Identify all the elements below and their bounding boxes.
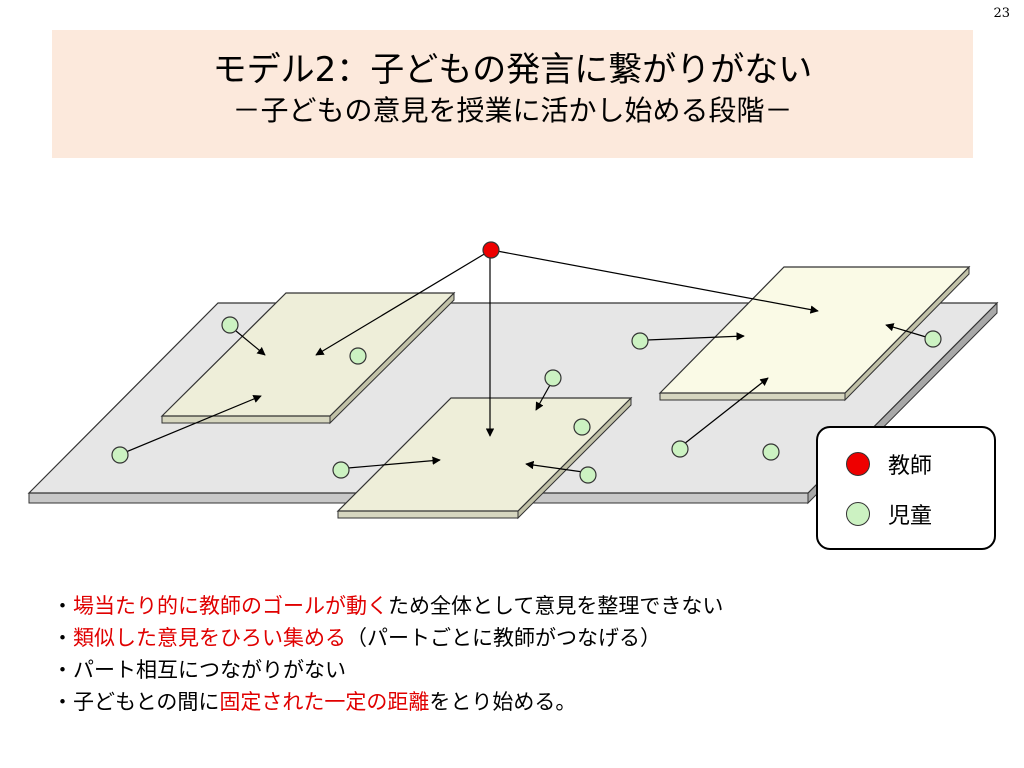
part-panel-center bbox=[336, 396, 633, 520]
bullet-emphasis: 類似した意見をひろい集める bbox=[73, 626, 346, 650]
child-node bbox=[573, 418, 591, 436]
child-node bbox=[579, 466, 597, 484]
teacher-arrows bbox=[315, 250, 819, 437]
child-arrow bbox=[683, 377, 769, 445]
bullet-marker: ・ bbox=[52, 626, 73, 650]
part-panel-left bbox=[160, 291, 456, 425]
child-arrow bbox=[646, 332, 745, 341]
bullet-list: ・場当たり的に教師のゴールが動くため全体として意見を整理できない ・類似した意見… bbox=[52, 590, 723, 718]
bullet-marker: ・ bbox=[52, 658, 73, 682]
bullet-text: （パートごとに教師がつなげる） bbox=[346, 626, 661, 650]
part-panel-right bbox=[658, 265, 971, 402]
page-subtitle: －子どもの意見を授業に活かし始める段階－ bbox=[232, 94, 793, 127]
child-node bbox=[924, 330, 942, 348]
child-node bbox=[671, 440, 689, 458]
child-arrow bbox=[885, 323, 927, 338]
children-nodes bbox=[111, 316, 942, 484]
teacher-arrow-left bbox=[315, 252, 487, 356]
child-node bbox=[544, 369, 562, 387]
bullet-item: ・子どもとの間に固定された一定の距離をとり始める。 bbox=[52, 686, 723, 718]
child-arrow bbox=[347, 456, 441, 469]
child-arrows bbox=[125, 323, 927, 473]
teacher-node bbox=[482, 241, 500, 259]
bullet-text: パート相互につながりがない bbox=[73, 658, 346, 682]
legend-child-label: 児童 bbox=[888, 504, 933, 529]
legend-item-child: 児童 bbox=[846, 498, 932, 530]
child-arrow bbox=[125, 395, 262, 453]
bullet-emphasis: 場当たり的に教師のゴールが動く bbox=[73, 594, 388, 618]
bullet-item: ・パート相互につながりがない bbox=[52, 654, 723, 686]
child-node bbox=[221, 316, 239, 334]
page-number: 23 bbox=[993, 6, 1010, 21]
bullet-marker: ・ bbox=[52, 690, 73, 714]
child-node bbox=[332, 461, 350, 479]
child-node bbox=[762, 443, 780, 461]
child-node bbox=[349, 347, 367, 365]
legend-teacher-label: 教師 bbox=[888, 454, 933, 479]
child-arrow bbox=[535, 384, 551, 411]
bullet-text: 子どもとの間に bbox=[73, 690, 220, 714]
bullet-text: ため全体として意見を整理できない bbox=[388, 594, 724, 618]
legend-item-teacher: 教師 bbox=[846, 448, 932, 480]
teacher-arrow-right bbox=[496, 250, 819, 314]
child-marker-icon bbox=[846, 502, 870, 526]
child-node bbox=[111, 446, 129, 464]
bullet-item: ・類似した意見をひろい集める（パートごとに教師がつなげる） bbox=[52, 622, 723, 654]
child-arrow bbox=[235, 330, 266, 356]
child-node bbox=[631, 332, 649, 350]
bullet-emphasis: 固定された一定の距離 bbox=[219, 690, 430, 714]
title-box: モデル2：子どもの発言に繋がりがない －子どもの意見を授業に活かし始める段階－ bbox=[52, 30, 973, 158]
bullet-item: ・場当たり的に教師のゴールが動くため全体として意見を整理できない bbox=[52, 590, 723, 622]
bullet-marker: ・ bbox=[52, 594, 73, 618]
legend: 教師 児童 bbox=[816, 426, 996, 550]
child-arrow bbox=[525, 460, 584, 473]
teacher-marker-icon bbox=[846, 452, 870, 476]
bullet-text: をとり始める。 bbox=[429, 690, 577, 714]
page-title: モデル2：子どもの発言に繋がりがない bbox=[212, 50, 813, 90]
